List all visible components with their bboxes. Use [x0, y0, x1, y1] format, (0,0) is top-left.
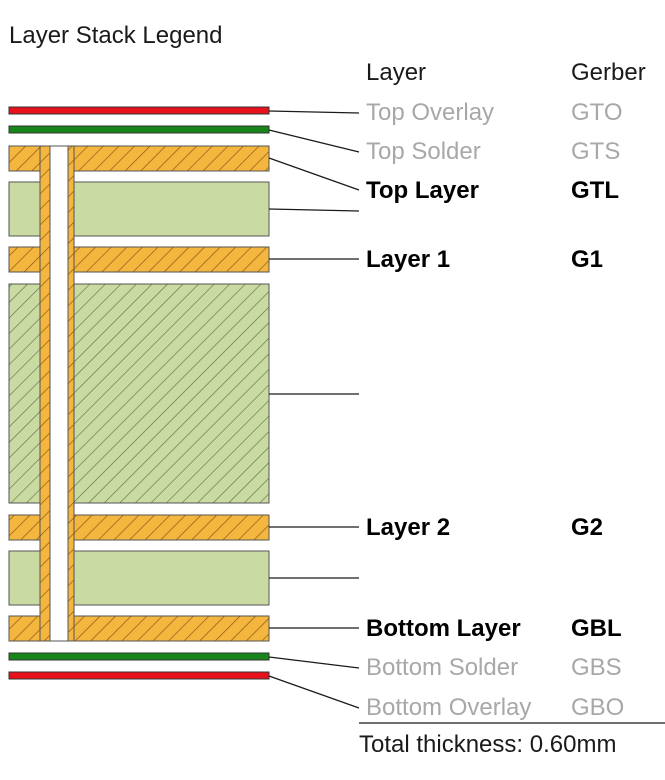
gerber-bottom-solder: GBS [571, 654, 622, 681]
diagram-title: Layer Stack Legend [9, 22, 223, 49]
gerber-bottom-overlay: GBO [571, 694, 625, 721]
top-overlay-strip [8, 106, 270, 115]
plated-via [39, 145, 75, 642]
layer-name-top-overlay: Top Overlay [366, 99, 495, 126]
top-solder-strip [8, 125, 270, 134]
layer-column-header: Layer [366, 59, 427, 86]
bottom-overlay-strip [8, 671, 270, 680]
gerber-layer-1: G1 [571, 246, 604, 273]
gerber-top-layer: GTL [571, 177, 619, 204]
gerber-bottom-layer: GBL [571, 615, 622, 642]
gerber-top-solder: GTS [571, 138, 621, 165]
bottom-solder-strip [8, 652, 270, 661]
layer-name-top-solder: Top Solder [366, 138, 481, 165]
layer-name-bottom-solder: Bottom Solder [366, 654, 519, 681]
total-thickness: Total thickness: 0.60mm [359, 731, 617, 758]
gerber-top-overlay: GTO [571, 99, 623, 126]
gerber-layer-2: G2 [571, 514, 604, 541]
leader-lines [268, 110, 665, 724]
layer-name-bottom-layer: Bottom Layer [366, 615, 521, 642]
layer-name-layer-1: Layer 1 [366, 246, 451, 273]
layer-name-layer-2: Layer 2 [366, 514, 451, 541]
layer-name-top-layer: Top Layer [366, 177, 479, 204]
layer-name-bottom-overlay: Bottom Overlay [366, 694, 532, 721]
gerber-column-header: Gerber [571, 59, 646, 86]
